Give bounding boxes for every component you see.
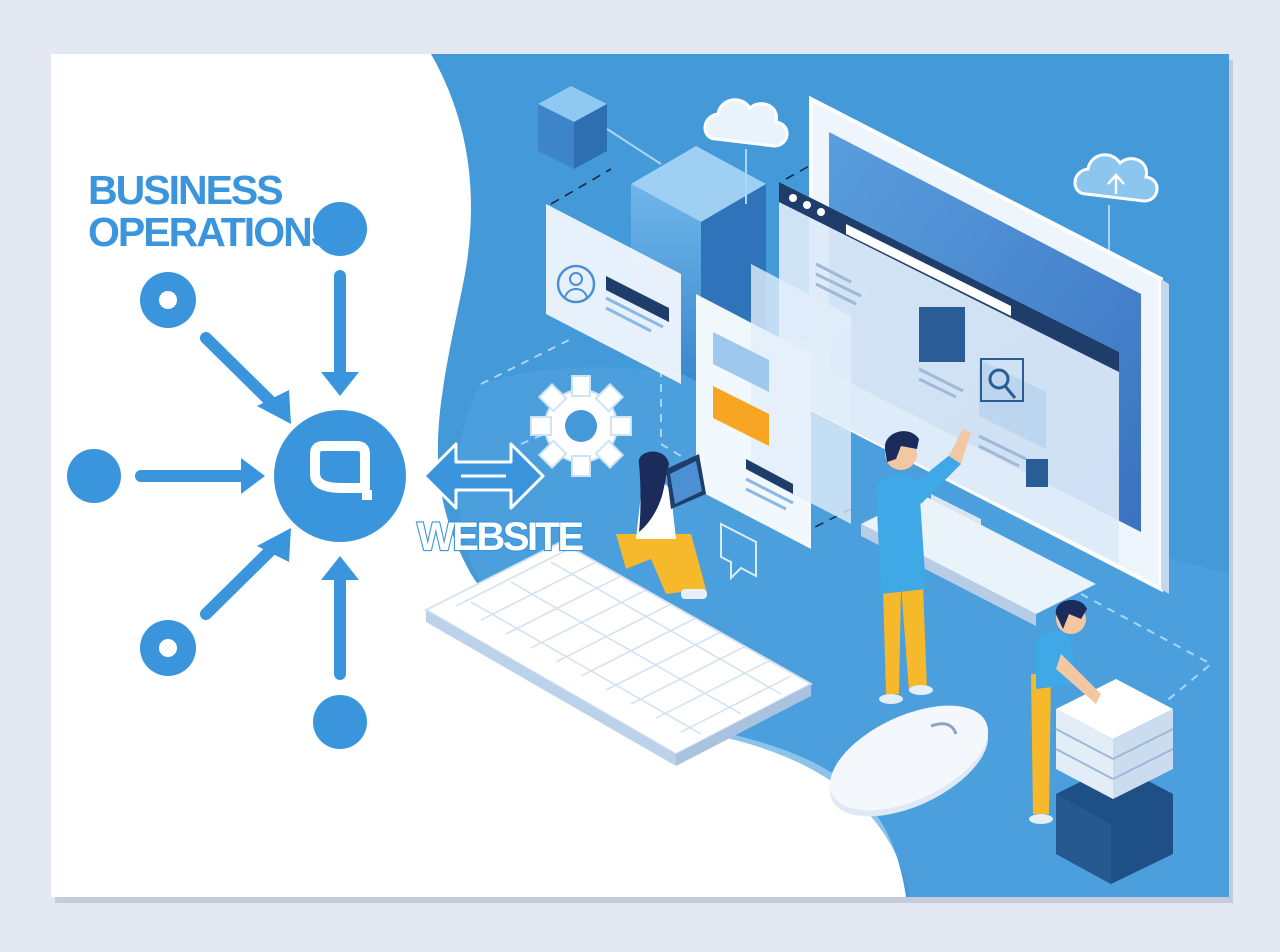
website-label: WEBSITE [417, 515, 584, 559]
q-logo-icon [310, 441, 372, 500]
chat-panel [696, 264, 851, 549]
person-woman-tablet [616, 451, 707, 599]
keyboard-icon [423, 540, 814, 766]
illustration-card: BUSINESS OPERATIONS [51, 54, 1229, 897]
gear-icon [530, 375, 632, 477]
mouse-icon [829, 705, 989, 817]
chat-bubble-outline-icon [720, 522, 757, 581]
chat-bubble-icon [713, 332, 769, 446]
user-profile-card [546, 204, 681, 384]
search-icon [980, 358, 1024, 402]
floating-cube [538, 86, 662, 169]
node-left [67, 449, 121, 503]
heading-line-1: BUSINESS [88, 167, 282, 213]
hub-circle [274, 410, 406, 542]
node-top [313, 202, 367, 256]
double-arrow-icon [422, 442, 545, 510]
cloud-upload-icon [1073, 153, 1159, 259]
illustration: BUSINESS OPERATIONS [67, 54, 1229, 897]
person-man-standing [876, 429, 971, 704]
user-profile-icon [556, 264, 596, 304]
server-icon [1055, 679, 1174, 884]
cloud-icon [703, 98, 789, 204]
node-bottom [313, 695, 367, 749]
hub-diagram: BUSINESS OPERATIONS [67, 167, 587, 749]
browser-window [779, 182, 1119, 564]
heading-line-2: OPERATIONS [88, 209, 337, 255]
person-man-server [1029, 599, 1101, 824]
